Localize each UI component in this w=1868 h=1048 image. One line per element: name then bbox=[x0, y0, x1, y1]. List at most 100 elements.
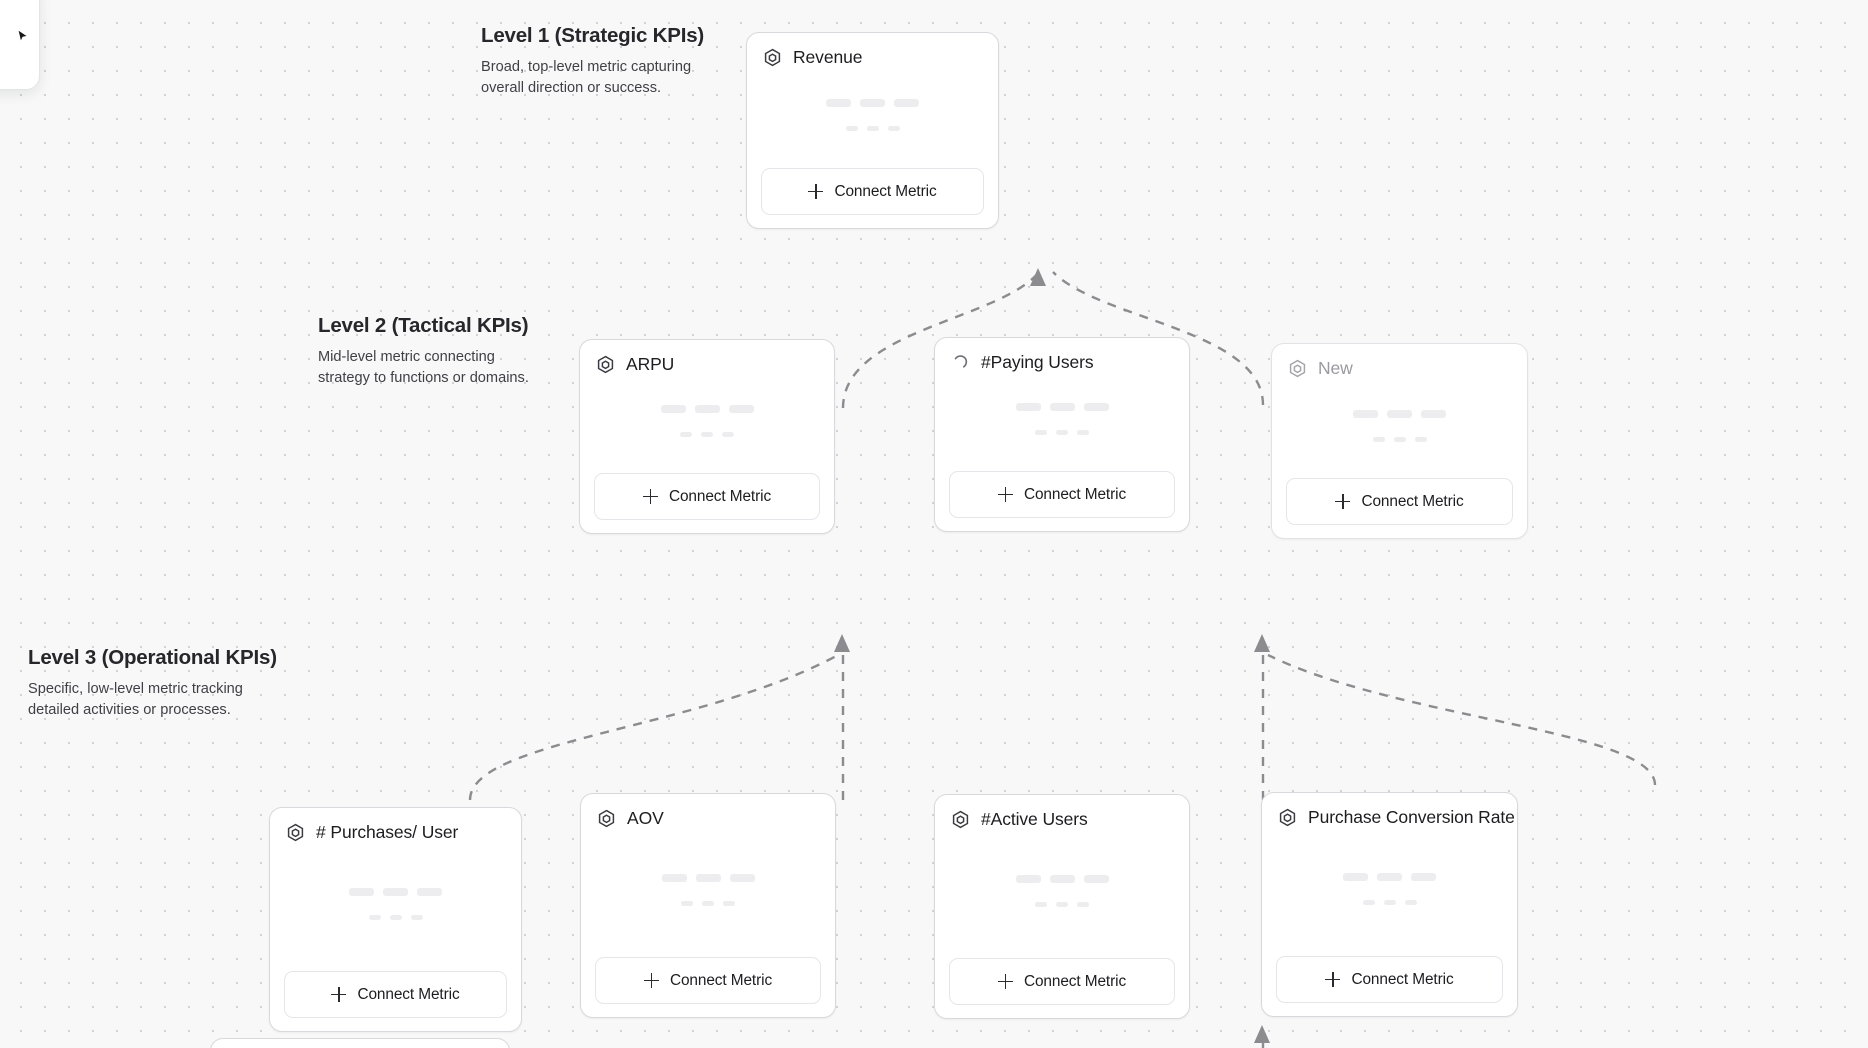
hexagon-icon bbox=[598, 809, 615, 828]
skeleton-bar bbox=[1049, 875, 1075, 883]
card-placeholder-body bbox=[1276, 828, 1503, 956]
skeleton-bar bbox=[680, 432, 692, 437]
skeleton-bar bbox=[1377, 873, 1402, 881]
skeleton-bar bbox=[660, 405, 686, 413]
connect-metric-button[interactable]: Connect Metric bbox=[1276, 956, 1503, 1003]
card-placeholder-body bbox=[284, 843, 507, 971]
metric-card-paying-users[interactable]: #Paying Users Connect Metric bbox=[934, 337, 1190, 532]
skeleton-bar bbox=[1035, 902, 1047, 907]
skeleton-row-primary bbox=[1015, 875, 1109, 883]
skeleton-bar bbox=[860, 99, 885, 107]
level-1-title: Level 1 (Strategic KPIs) bbox=[481, 24, 705, 47]
metric-card-new[interactable]: New Connect Metric bbox=[1271, 343, 1528, 539]
skeleton-bar bbox=[410, 915, 423, 920]
skeleton-bar bbox=[681, 901, 693, 906]
skeleton-bar bbox=[1015, 403, 1041, 411]
card-header: #Paying Users bbox=[949, 352, 1175, 373]
skeleton-bar bbox=[887, 126, 900, 131]
skeleton-row-secondary bbox=[368, 915, 423, 920]
skeleton-row-primary bbox=[1343, 873, 1436, 881]
card-header: Revenue bbox=[761, 47, 984, 68]
connect-metric-label: Connect Metric bbox=[834, 182, 937, 200]
skeleton-bar bbox=[701, 432, 713, 437]
skeleton-bar bbox=[368, 915, 381, 920]
arrowhead-arpu bbox=[834, 634, 850, 652]
skeleton-bar bbox=[1015, 875, 1041, 883]
skeleton-bar bbox=[1343, 873, 1368, 881]
metric-card-aov[interactable]: AOV Connect Metric bbox=[580, 793, 836, 1018]
spinner-icon bbox=[954, 355, 968, 368]
hexagon-icon bbox=[764, 48, 781, 67]
skeleton-bar bbox=[1414, 436, 1427, 442]
skeleton-bar bbox=[1353, 409, 1378, 418]
metric-card-offscreen-bottom[interactable] bbox=[210, 1038, 510, 1048]
skeleton-bar bbox=[1035, 430, 1047, 435]
skeleton-bar bbox=[722, 432, 734, 437]
edge-conversion-to-paying-users bbox=[1267, 653, 1657, 786]
skeleton-bar bbox=[702, 901, 714, 906]
skeleton-bar bbox=[1421, 409, 1446, 418]
connect-metric-button[interactable]: Connect Metric bbox=[1286, 478, 1513, 525]
skeleton-row-secondary bbox=[1372, 436, 1427, 442]
card-header: #Active Users bbox=[949, 809, 1175, 830]
connect-metric-button[interactable]: Connect Metric bbox=[284, 971, 507, 1018]
skeleton-bar bbox=[695, 874, 721, 882]
skeleton-bar bbox=[1056, 430, 1068, 435]
skeleton-row-secondary bbox=[1035, 430, 1089, 435]
skeleton-bar bbox=[1077, 430, 1089, 435]
skeleton-bar bbox=[661, 874, 687, 882]
edge-purchases-to-arpu bbox=[468, 653, 839, 801]
floating-toolbar-panel[interactable] bbox=[0, 0, 40, 90]
card-title: ARPU bbox=[626, 354, 675, 374]
skeleton-bar bbox=[894, 99, 919, 107]
card-placeholder-body bbox=[594, 375, 820, 473]
card-placeholder-body bbox=[949, 373, 1175, 471]
skeleton-bar bbox=[1372, 436, 1385, 442]
card-placeholder-body bbox=[595, 829, 821, 957]
skeleton-bar bbox=[1387, 409, 1412, 418]
level-1-description: Broad, top-level metric capturing overal… bbox=[481, 59, 692, 96]
skeleton-bar bbox=[1049, 403, 1075, 411]
skeleton-row-secondary bbox=[680, 432, 734, 437]
arrowhead-paying-users bbox=[1254, 634, 1270, 652]
connect-metric-button[interactable]: Connect Metric bbox=[594, 473, 820, 520]
card-title: Purchase Conversion Rate bbox=[1308, 807, 1515, 827]
connect-metric-button[interactable]: Connect Metric bbox=[595, 957, 821, 1004]
connect-metric-button[interactable]: Connect Metric bbox=[949, 958, 1175, 1005]
skeleton-row-primary bbox=[660, 405, 754, 413]
card-title: #Active Users bbox=[981, 809, 1088, 829]
card-placeholder-body bbox=[949, 830, 1175, 958]
skeleton-bar bbox=[723, 901, 735, 906]
plus-icon bbox=[997, 487, 1013, 502]
metric-card-purchase-conversion-rate[interactable]: Purchase Conversion Rate Connect Metric bbox=[1261, 792, 1518, 1017]
connect-metric-label: Connect Metric bbox=[669, 971, 773, 989]
level-2-label: Level 2 (Tactical KPIs) Mid-level metric… bbox=[318, 314, 533, 388]
connect-metric-label: Connect Metric bbox=[668, 487, 772, 505]
hexagon-icon bbox=[287, 823, 304, 842]
connect-metric-button[interactable]: Connect Metric bbox=[761, 168, 984, 215]
skeleton-bar bbox=[866, 126, 879, 131]
level-1-label: Level 1 (Strategic KPIs) Broad, top-leve… bbox=[481, 24, 704, 98]
card-header: Purchase Conversion Rate bbox=[1276, 807, 1515, 828]
level-3-title: Level 3 (Operational KPIs) bbox=[28, 646, 277, 669]
skeleton-bar bbox=[349, 888, 374, 896]
metric-card-active-users[interactable]: #Active Users Connect Metric bbox=[934, 794, 1190, 1019]
hexagon-icon bbox=[597, 355, 614, 374]
skeleton-bar bbox=[383, 888, 408, 896]
skeleton-bar bbox=[389, 915, 402, 920]
card-header: # Purchases/ User bbox=[284, 822, 507, 843]
skeleton-row-secondary bbox=[681, 901, 735, 906]
skeleton-bar bbox=[1083, 403, 1109, 411]
card-title: #Paying Users bbox=[981, 352, 1094, 372]
connect-metric-button[interactable]: Connect Metric bbox=[949, 471, 1175, 518]
connect-metric-label: Connect Metric bbox=[1361, 492, 1464, 510]
metric-card-revenue[interactable]: Revenue Connect Metric bbox=[746, 32, 999, 229]
skeleton-row-primary bbox=[661, 874, 755, 882]
level-3-label: Level 3 (Operational KPIs) Specific, low… bbox=[28, 646, 277, 720]
metric-card-purchases-per-user[interactable]: # Purchases/ User Connect Metric bbox=[269, 807, 522, 1032]
metric-card-arpu[interactable]: ARPU Connect Metric bbox=[579, 339, 835, 534]
skeleton-bar bbox=[728, 405, 754, 413]
plus-icon bbox=[808, 184, 824, 199]
skeleton-bar bbox=[1077, 902, 1089, 907]
